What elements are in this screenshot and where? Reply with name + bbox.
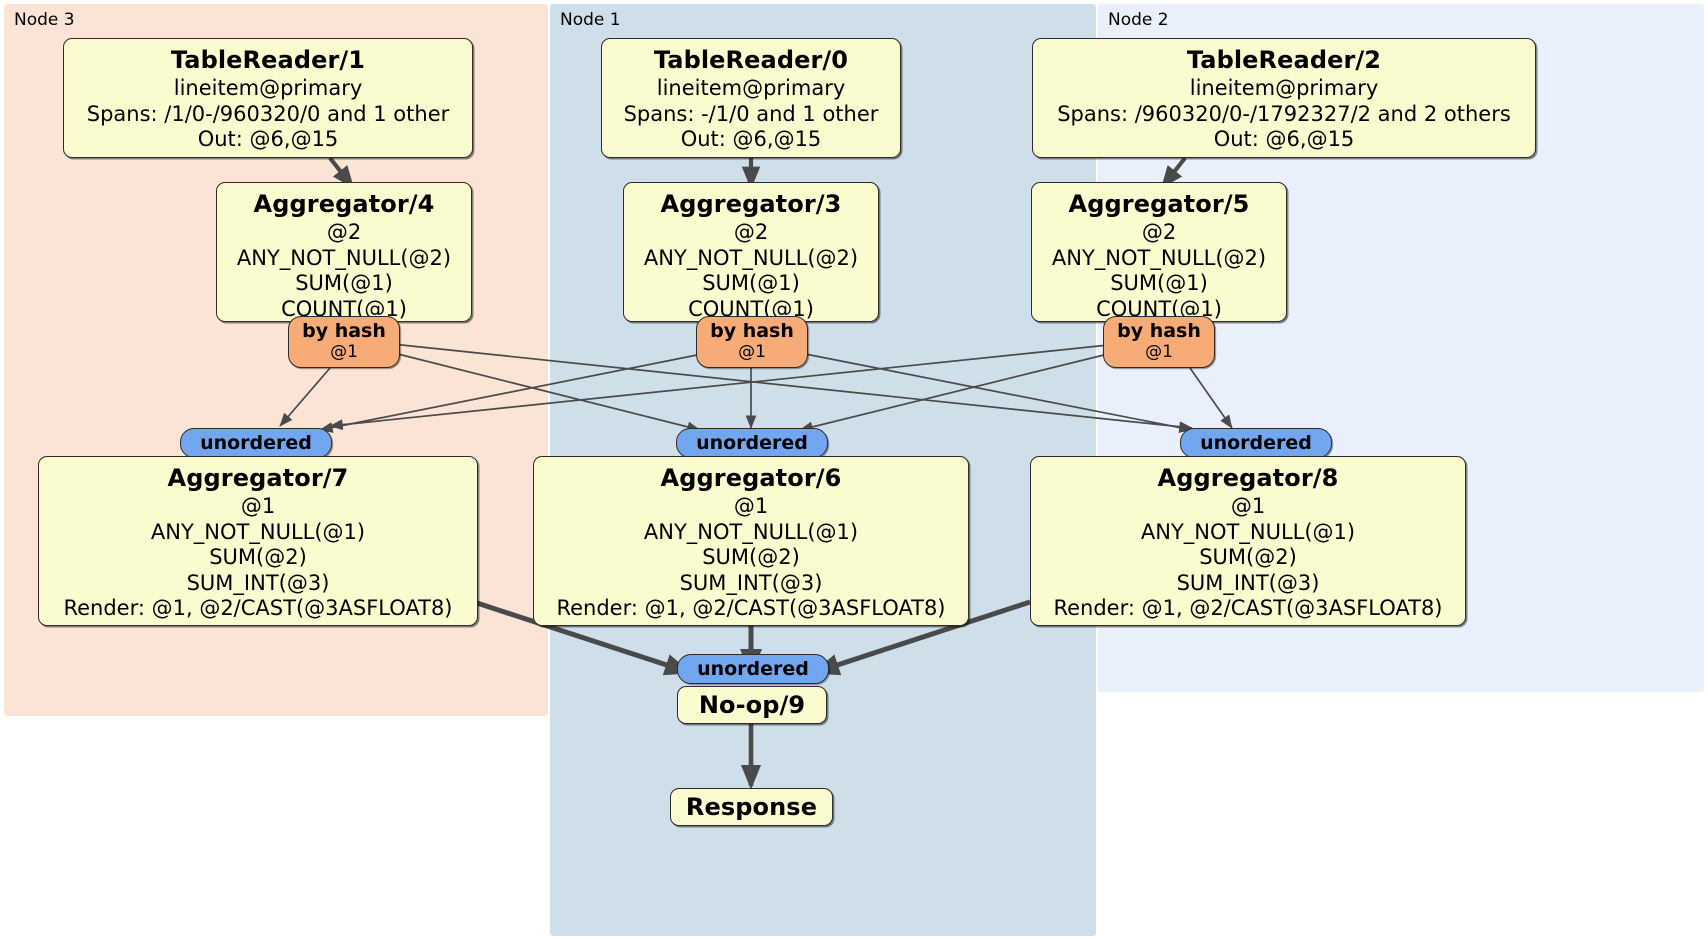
processor-line: Out: @6,@15 [197,127,339,151]
processor-line: Spans: /1/0-/960320/0 and 1 other [86,101,450,126]
processor-line: Out: @6,@15 [1213,127,1355,151]
processor-line: SUM_INT(@3) [186,570,330,595]
synchronizer-badge-unordered-final[interactable]: unordered [677,654,829,684]
processor-title: TableReader/2 [1186,46,1382,74]
processor-line: lineitem@primary [173,76,363,100]
processor-aggregator-5[interactable]: Aggregator/5 @2 ANY_NOT_NULL(@2) SUM(@1)… [1031,182,1287,322]
processor-title: TableReader/1 [170,46,366,74]
router-badge-title: by hash [710,320,794,342]
processor-title: Aggregator/5 [1068,190,1250,218]
processor-aggregator-3[interactable]: Aggregator/3 @2 ANY_NOT_NULL(@2) SUM(@1)… [623,182,879,322]
processor-line: ANY_NOT_NULL(@2) [236,245,452,270]
processor-title: Aggregator/6 [660,464,842,492]
synchronizer-badge-unordered-node1[interactable]: unordered [676,428,828,458]
processor-line: Render: @1, @2/CAST(@3ASFLOAT8) [556,596,946,620]
processor-line: SUM(@2) [702,545,800,569]
processor-title: TableReader/0 [653,46,849,74]
router-badge-by-hash-node3[interactable]: by hash @1 [288,316,400,368]
synchronizer-badge-unordered-node3[interactable]: unordered [180,428,332,458]
processor-line: SUM(@2) [209,545,307,569]
processor-line: SUM_INT(@3) [1176,570,1320,595]
processor-line: Spans: -/1/0 and 1 other [623,101,879,126]
processor-line: @2 [1141,220,1177,244]
processor-title: No-op/9 [698,690,806,719]
processor-line: @2 [733,220,769,244]
processor-line: Out: @6,@15 [680,127,822,151]
processor-line: Render: @1, @2/CAST(@3ASFLOAT8) [63,596,453,620]
processor-line: ANY_NOT_NULL(@2) [1051,245,1267,270]
processor-aggregator-4[interactable]: Aggregator/4 @2 ANY_NOT_NULL(@2) SUM(@1)… [216,182,472,322]
synchronizer-badge-unordered-node2[interactable]: unordered [1180,428,1332,458]
processor-response[interactable]: Response [670,788,833,826]
processor-line: SUM(@1) [295,271,393,295]
processor-line: lineitem@primary [656,76,846,100]
processor-no-op-9[interactable]: No-op/9 [677,686,827,724]
router-badge-title: by hash [302,320,386,342]
processor-line: SUM(@2) [1199,545,1297,569]
processor-aggregator-7[interactable]: Aggregator/7 @1 ANY_NOT_NULL(@1) SUM(@2)… [38,456,478,626]
processor-line: @1 [1230,494,1266,518]
router-badge-title: by hash [1117,320,1201,342]
processor-line: ANY_NOT_NULL(@1) [643,519,859,544]
processor-line: ANY_NOT_NULL(@1) [1140,519,1356,544]
processor-line: ANY_NOT_NULL(@1) [150,519,366,544]
synchronizer-badge-label: unordered [200,432,312,454]
processor-aggregator-8[interactable]: Aggregator/8 @1 ANY_NOT_NULL(@1) SUM(@2)… [1030,456,1466,626]
processor-title: Response [685,792,818,821]
processor-line: @1 [240,494,276,518]
router-badge-by-hash-node1[interactable]: by hash @1 [696,316,808,368]
synchronizer-badge-label: unordered [697,658,809,680]
processor-line: lineitem@primary [1189,76,1379,100]
processor-line: @1 [733,494,769,518]
processor-title: Aggregator/7 [167,464,349,492]
processor-line: ANY_NOT_NULL(@2) [643,245,859,270]
node-panel-label-node1: Node 1 [560,10,621,30]
router-badge-column: @1 [1145,342,1173,362]
processor-line: Render: @1, @2/CAST(@3ASFLOAT8) [1053,596,1443,620]
processor-tablereader-2[interactable]: TableReader/2 lineitem@primary Spans: /9… [1032,38,1536,158]
processor-tablereader-1[interactable]: TableReader/1 lineitem@primary Spans: /1… [63,38,473,158]
processor-title: Aggregator/3 [660,190,842,218]
processor-line: @2 [326,220,362,244]
router-badge-column: @1 [330,342,358,362]
processor-line: Spans: /960320/0-/1792327/2 and 2 others [1057,101,1511,126]
synchronizer-badge-label: unordered [1200,432,1312,454]
router-badge-column: @1 [738,342,766,362]
processor-title: Aggregator/8 [1157,464,1339,492]
synchronizer-badge-label: unordered [696,432,808,454]
router-badge-by-hash-node2[interactable]: by hash @1 [1103,316,1215,368]
processor-title: Aggregator/4 [253,190,435,218]
node-panel-label-node2: Node 2 [1108,10,1169,30]
processor-tablereader-0[interactable]: TableReader/0 lineitem@primary Spans: -/… [601,38,901,158]
processor-line: SUM(@1) [702,271,800,295]
processor-line: SUM(@1) [1110,271,1208,295]
processor-line: SUM_INT(@3) [679,570,823,595]
node-panel-label-node3: Node 3 [14,10,75,30]
processor-aggregator-6[interactable]: Aggregator/6 @1 ANY_NOT_NULL(@1) SUM(@2)… [533,456,969,626]
